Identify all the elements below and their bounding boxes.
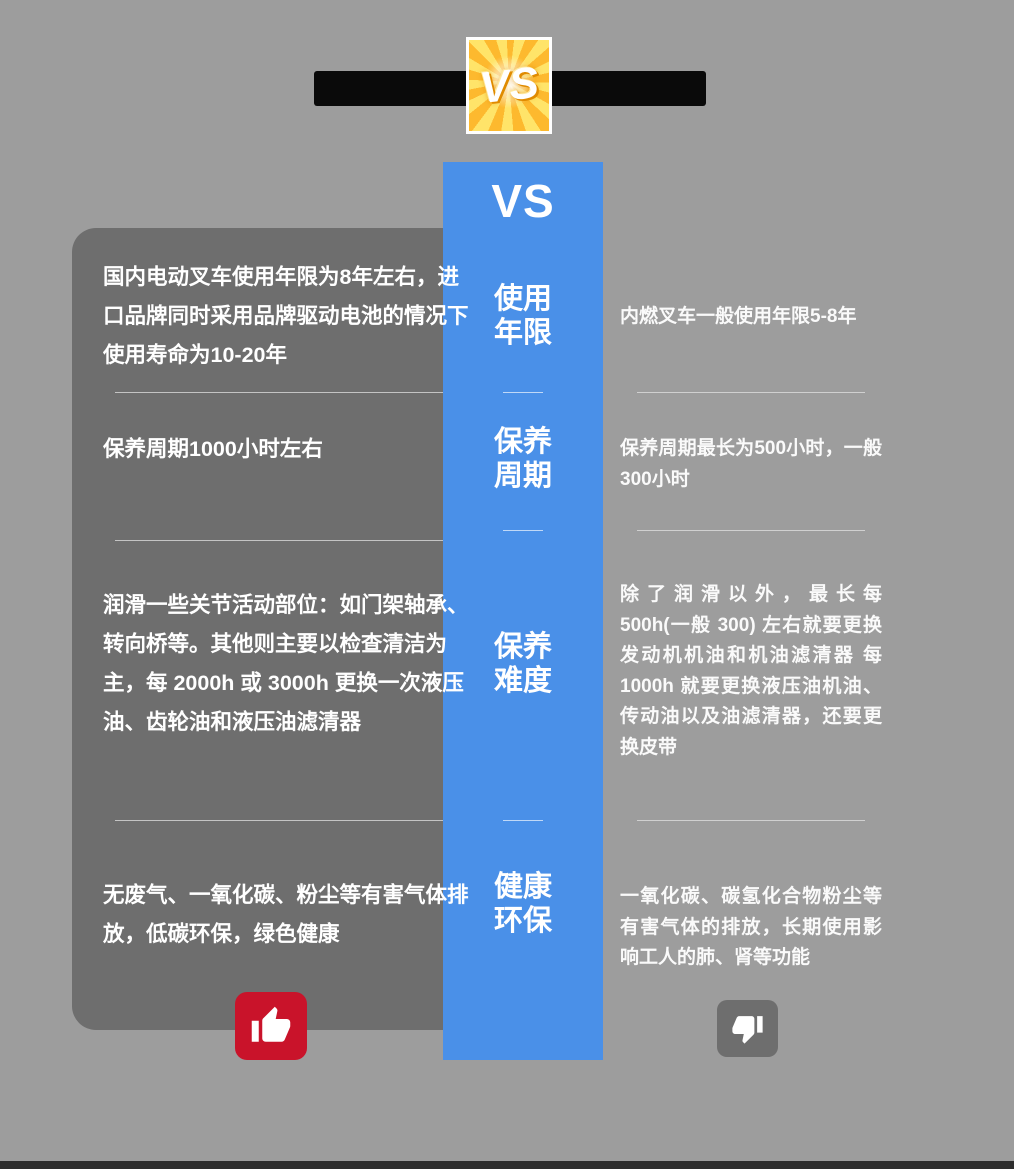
thumbs-up-icon — [251, 1006, 291, 1042]
vs-column: VS 使用 年限 保养 周期 保养 难度 健康 环保 — [443, 162, 603, 1060]
combustion-verdict-badge — [717, 1000, 778, 1057]
category-service-life: 使用 年限 — [443, 282, 603, 350]
category-line: 年限 — [493, 317, 552, 349]
electric-row-maintenance-difficulty: 润滑一些关节活动部位：如门架轴承、转向桥等。其他则主要以检查清洁为主，每 200… — [103, 593, 469, 734]
electric-row-health-environment: 无废气、一氧化碳、粉尘等有害气体排放，低碳环保，绿色健康 — [103, 883, 469, 946]
category-line: 使用 — [493, 283, 552, 315]
combustion-row-maintenance-difficulty: 除了润滑以外，最长每 500h(一般 300) 左右就要更换发动机机油和机油滤清… — [620, 584, 882, 758]
left-divider — [115, 820, 443, 821]
vs-badge-image: VS — [466, 37, 552, 134]
category-maintenance-cycle: 保养 周期 — [443, 425, 603, 493]
column-divider-tick — [503, 392, 543, 393]
right-divider — [637, 392, 865, 393]
vs-column-label: VS — [491, 175, 555, 227]
electric-verdict-badge — [235, 992, 307, 1060]
bottom-strip — [0, 1161, 1014, 1169]
category-line: 环保 — [493, 905, 552, 937]
vs-badge-label: VS — [477, 57, 541, 113]
combustion-row-maintenance-cycle: 保养周期最长为500小时，一般300小时 — [620, 438, 882, 490]
left-divider — [115, 392, 443, 393]
right-divider — [637, 530, 865, 531]
electric-row-service-life: 国内电动叉车使用年限为8年左右，进口品牌同时采用品牌驱动电池的情况下使用寿命为1… — [103, 265, 469, 367]
category-health-environment: 健康 环保 — [443, 870, 603, 938]
thumbs-down-icon — [732, 1016, 763, 1044]
left-divider — [115, 540, 443, 541]
category-line: 保养 — [493, 426, 552, 458]
category-line: 保养 — [493, 631, 552, 663]
column-divider-tick — [503, 530, 543, 531]
right-divider — [637, 820, 865, 821]
category-line: 健康 — [493, 871, 552, 903]
category-line: 周期 — [493, 460, 552, 492]
combustion-row-health-environment: 一氧化碳、碳氢化合物粉尘等有害气体的排放，长期使用影响工人的肺、肾等功能 — [620, 886, 882, 968]
electric-row-maintenance-cycle: 保养周期1000小时左右 — [103, 437, 323, 461]
column-divider-tick — [503, 820, 543, 821]
category-maintenance-difficulty: 保养 难度 — [443, 630, 603, 698]
combustion-row-service-life: 内燃叉车一般使用年限5-8年 — [620, 306, 857, 327]
category-line: 难度 — [493, 665, 552, 697]
electric-panel — [72, 228, 493, 1030]
